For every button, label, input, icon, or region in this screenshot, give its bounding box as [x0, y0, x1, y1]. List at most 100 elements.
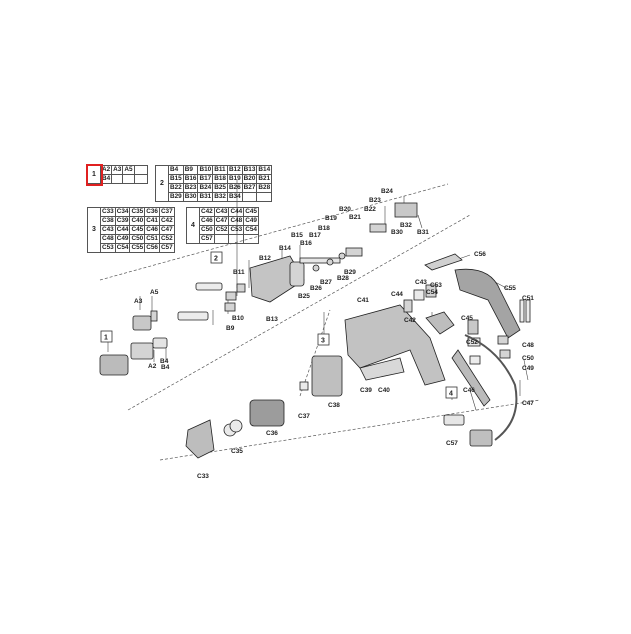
table-4-number: 4 [186, 207, 200, 244]
table-cell: B15 [168, 174, 184, 184]
group-marker-3: 3 [317, 333, 330, 346]
part-label: B24 [381, 188, 393, 195]
table-cell: C35 [129, 207, 146, 217]
table-cell: B27 [241, 183, 258, 193]
part-label: B23 [369, 197, 381, 204]
table-cell: B25 [212, 183, 228, 193]
part-label: B20 [339, 206, 351, 213]
part-label: C41 [357, 297, 369, 304]
part-label: B10 [232, 315, 244, 322]
table-cell: C45 [243, 207, 259, 217]
table-cell: C44 [114, 225, 131, 235]
table-cell [133, 174, 148, 184]
table-cell: B23 [182, 183, 199, 193]
table-cell: C51 [144, 234, 160, 244]
table-cell: C46 [144, 225, 160, 235]
table-cell: B30 [182, 192, 199, 202]
table-cell: C42 [158, 216, 175, 226]
table-cell: C53 [228, 225, 245, 235]
table-cell: C43 [213, 207, 230, 217]
table-cell: C52 [158, 234, 175, 244]
part-label: B30 [391, 229, 403, 236]
table-cell: B16 [182, 174, 199, 184]
table-cell: B12 [226, 165, 243, 175]
table-cell: B14 [256, 165, 273, 175]
table-cell: B22 [168, 183, 184, 193]
table-cell: C40 [129, 216, 146, 226]
part-label: B27 [320, 279, 332, 286]
part-label: C36 [266, 430, 278, 437]
group-markers: 1 2 3 4 [100, 251, 458, 399]
group-marker-4-label: 4 [449, 391, 453, 398]
table-3-number: 3 [87, 207, 101, 253]
table-cell: C57 [158, 243, 175, 253]
table-cell: C56 [144, 243, 160, 253]
part-label: C53 [430, 282, 442, 289]
part-label: B26 [310, 285, 322, 292]
part-label: C57 [446, 440, 458, 447]
table-cell [241, 192, 258, 202]
table-cell: A5 [122, 165, 135, 175]
part-label: C45 [461, 315, 473, 322]
part-label: C37 [298, 413, 310, 420]
part-label: B29 [344, 269, 356, 276]
table-cell: B31 [197, 192, 214, 202]
table-cell: C49 [114, 234, 131, 244]
part-label: C35 [231, 448, 243, 455]
part-label: B16 [300, 240, 312, 247]
part-label: C39 [360, 387, 372, 394]
table-cell: B26 [226, 183, 243, 193]
part-label: C56 [474, 251, 486, 258]
table-cell: C49 [243, 216, 259, 226]
table-cell: C41 [144, 216, 160, 226]
table-cell: A2 [99, 165, 113, 175]
part-label: C54 [426, 289, 438, 296]
part-label: B13 [266, 316, 278, 323]
table-cell: B11 [212, 165, 228, 175]
part-label: B22 [364, 206, 376, 213]
part-label: C43 [415, 279, 427, 286]
table-cell: C48 [100, 234, 116, 244]
group-marker-2-label: 2 [214, 256, 218, 263]
group-marker-3-label: 3 [321, 338, 325, 345]
table-cell: C48 [228, 216, 245, 226]
table-cell: B24 [197, 183, 214, 193]
table-cell: C34 [114, 207, 131, 217]
table-cell: A3 [111, 165, 124, 175]
part-label: C52 [466, 339, 478, 346]
table-cell: B28 [256, 183, 273, 193]
table-1-number: 1 [85, 163, 103, 186]
part-label: B12 [259, 255, 271, 262]
part-label: C42 [404, 317, 416, 324]
table-cell [122, 174, 135, 184]
table-cell: C33 [100, 207, 116, 217]
part-label: C55 [504, 285, 516, 292]
table-2-number: 2 [155, 165, 169, 202]
part-label: B32 [400, 222, 412, 229]
part-label: B28 [337, 275, 349, 282]
part-labels: A2A3A5B4B9B10B11B12B13B14B15B16B17B18B19… [134, 188, 534, 480]
part-shapes [99, 202, 531, 459]
table-cell [111, 174, 124, 184]
part-label: B9 [226, 325, 235, 332]
table-cell: C44 [228, 207, 245, 217]
part-label: B31 [417, 229, 429, 236]
part-label: C51 [522, 295, 534, 302]
group-marker-2: 2 [210, 251, 223, 264]
part-label: B4 [160, 358, 169, 365]
table-cell: C50 [199, 225, 215, 235]
part-label: C48 [522, 342, 534, 349]
table-cell: B9 [182, 165, 199, 175]
table-cell: C46 [199, 216, 215, 226]
table-cell: B32 [212, 192, 228, 202]
table-cell: C54 [243, 225, 259, 235]
part-label: B19 [325, 215, 337, 222]
table-cell: B4 [168, 165, 184, 175]
table-cell: B19 [226, 174, 243, 184]
part-label: C46 [463, 387, 475, 394]
group-marker-4: 4 [445, 386, 458, 399]
table-cell: C47 [158, 225, 175, 235]
part-label: A5 [150, 289, 159, 296]
table-cell: B21 [256, 174, 273, 184]
